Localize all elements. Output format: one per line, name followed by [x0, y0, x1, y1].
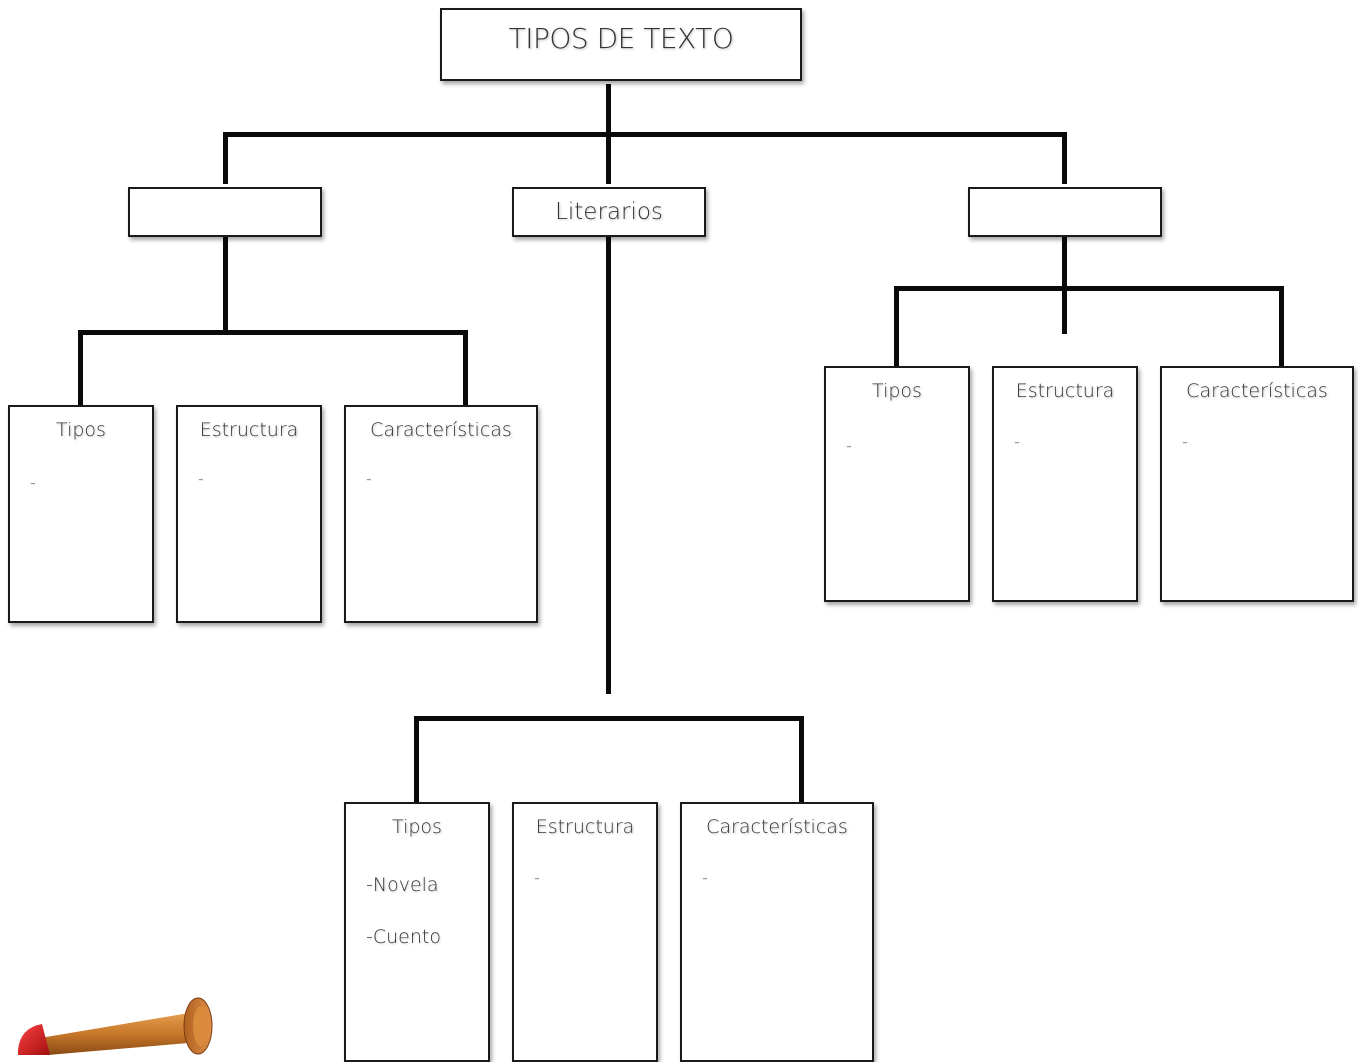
connector-right-card-3-drop: [1279, 286, 1284, 366]
left-card-caracteristicas[interactable]: Características -: [344, 405, 538, 623]
connector-mid-bar: [414, 716, 804, 721]
megaphone-icon: [18, 997, 213, 1055]
connector-mid-card-1-drop: [414, 716, 419, 804]
card-title: Características: [1186, 380, 1328, 402]
connector-left-card-1-drop: [78, 330, 83, 406]
mid-card-estructura[interactable]: Estructura -: [512, 802, 658, 1062]
card-line: -: [1014, 432, 1020, 451]
card-title: Estructura: [1015, 380, 1115, 402]
connector-right-stem: [1062, 236, 1067, 334]
connector-left-drop: [223, 132, 228, 184]
mid-card-caracteristicas[interactable]: Características -: [680, 802, 874, 1062]
branch-node-literarios[interactable]: Literarios: [512, 187, 706, 237]
branch-node-right[interactable]: [968, 187, 1162, 237]
branch-literarios-title: Literarios: [555, 199, 663, 225]
root-node[interactable]: TIPOS DE TEXTO: [440, 8, 802, 81]
mid-card-tipos[interactable]: Tipos -Novela -Cuento: [344, 802, 490, 1062]
card-line: -: [1182, 432, 1188, 451]
card-line: -: [534, 868, 540, 887]
card-line: -: [366, 469, 372, 488]
card-line: -: [846, 436, 852, 455]
connector-mid-card-3-drop: [799, 716, 804, 804]
connector-top-bar: [223, 132, 1067, 137]
connector-left-stem: [223, 236, 228, 334]
card-title: Tipos: [392, 816, 442, 838]
right-card-tipos[interactable]: Tipos -: [824, 366, 970, 602]
card-title: Estructura: [199, 419, 299, 441]
branch-node-left[interactable]: [128, 187, 322, 237]
card-line-novela: -Novela: [366, 874, 439, 896]
card-line: -: [30, 473, 36, 492]
card-title: Tipos: [872, 380, 922, 402]
left-card-estructura[interactable]: Estructura -: [176, 405, 322, 623]
connector-right-bar: [894, 286, 1284, 291]
connector-right-card-1-drop: [894, 286, 899, 366]
connector-left-card-3-drop: [463, 330, 468, 406]
left-card-tipos[interactable]: Tipos -: [8, 405, 154, 623]
root-title: TIPOS DE TEXTO: [508, 22, 734, 55]
card-title: Características: [706, 816, 848, 838]
card-title: Características: [370, 419, 512, 441]
card-title: Tipos: [56, 419, 106, 441]
card-line-cuento: -Cuento: [366, 926, 441, 948]
connector-right-drop: [1062, 132, 1067, 184]
card-title: Estructura: [535, 816, 635, 838]
connector-left-bar: [78, 330, 468, 335]
connector-mid-stem: [606, 236, 611, 694]
card-line: -: [702, 868, 708, 887]
card-line: -: [198, 469, 204, 488]
right-card-caracteristicas[interactable]: Características -: [1160, 366, 1354, 602]
right-card-estructura[interactable]: Estructura -: [992, 366, 1138, 602]
